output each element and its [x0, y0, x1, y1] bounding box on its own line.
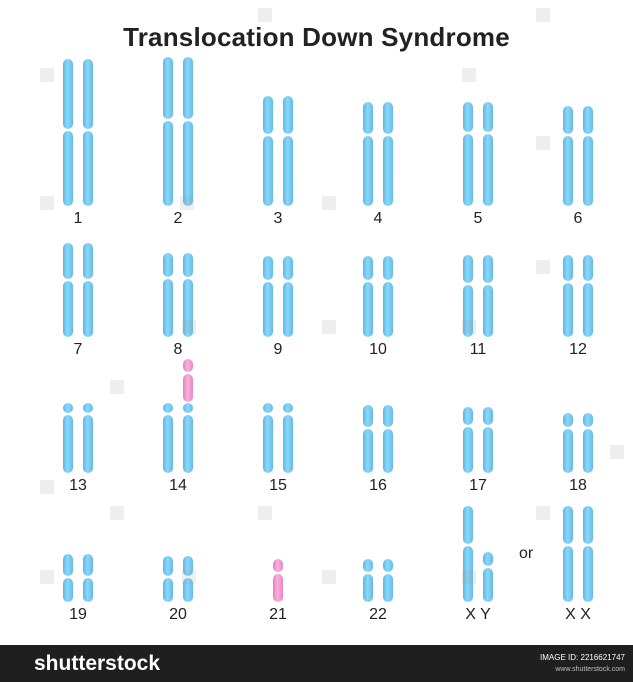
watermark-mark — [462, 320, 476, 334]
watermark-mark — [536, 506, 550, 520]
watermark-mark — [182, 320, 196, 334]
chromosome-19 — [83, 554, 93, 602]
watermark-mark — [536, 8, 550, 22]
watermark-mark — [182, 570, 196, 584]
chromosome-22 — [383, 559, 393, 602]
watermark-mark — [258, 506, 272, 520]
chromosome-x — [463, 506, 473, 602]
watermark-mark — [40, 570, 54, 584]
watermark-mark — [258, 8, 272, 22]
chromosome-x — [563, 506, 573, 602]
watermark-mark — [462, 68, 476, 82]
chromosome-pair-19: 19 — [45, 0, 111, 645]
chromosome-label: 21 — [245, 606, 311, 624]
watermark-mark — [40, 196, 54, 210]
chromosome-label: X X — [545, 606, 611, 624]
chromosome-label: 20 — [145, 606, 211, 624]
watermark-mark — [180, 196, 194, 210]
watermark-mark — [322, 570, 336, 584]
watermark-mark — [462, 570, 476, 584]
chromosome-20 — [163, 556, 173, 602]
chromosome-label: X Y — [445, 606, 511, 624]
chromosome-19 — [63, 554, 73, 602]
footer-bar: shutterstock IMAGE ID: 2216621747 www.sh… — [0, 645, 633, 682]
watermark-mark — [40, 480, 54, 494]
watermark-mark — [40, 68, 54, 82]
watermark-mark — [610, 445, 624, 459]
chromosome-pair-22: 22 — [345, 0, 411, 645]
chromosome-pair-20: 20 — [145, 0, 211, 645]
watermark-mark — [110, 506, 124, 520]
image-id: IMAGE ID: 2216621747 — [540, 653, 625, 662]
chromosome-21 — [273, 559, 283, 602]
chromosome-x — [583, 506, 593, 602]
chromosome-22 — [363, 559, 373, 602]
watermark-mark — [322, 320, 336, 334]
watermark-mark — [536, 136, 550, 150]
watermark-mark — [536, 260, 550, 274]
chromosome-label: 22 — [345, 606, 411, 624]
watermark-mark — [110, 380, 124, 394]
chromosome-label: 19 — [45, 606, 111, 624]
chromosome-pair-21: 21 — [245, 0, 311, 645]
chromosome-pair-xx: X X — [545, 0, 611, 645]
chromosome-pair-xy: X Y — [445, 0, 511, 645]
footer-logo[interactable]: shutterstock — [34, 652, 160, 676]
footer-url[interactable]: www.shutterstock.com — [555, 666, 625, 673]
watermark-mark — [322, 196, 336, 210]
chromosome-y — [483, 552, 493, 602]
or-label: or — [519, 545, 533, 563]
